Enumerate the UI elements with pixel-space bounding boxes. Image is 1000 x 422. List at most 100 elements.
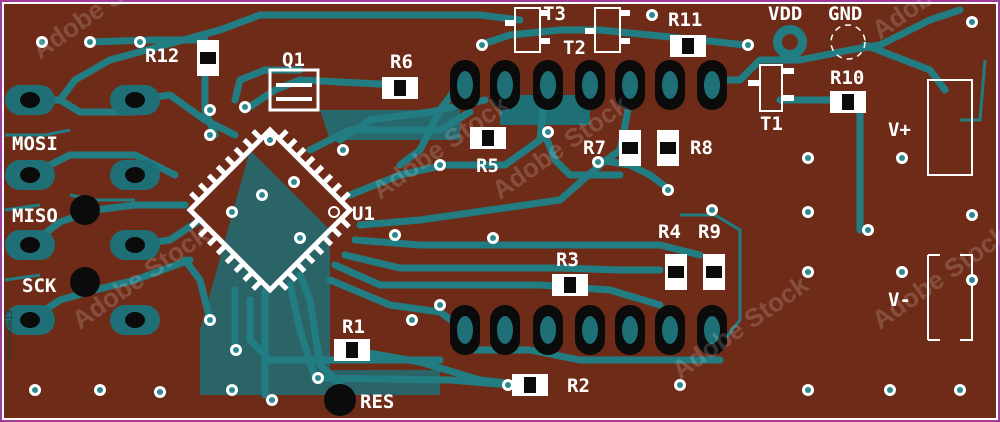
via-hole <box>242 104 248 110</box>
u1-pin <box>339 191 351 203</box>
connector-pad-hole <box>125 312 145 328</box>
u1-pin <box>294 146 307 159</box>
label-r10: R10 <box>830 67 864 89</box>
label-miso: MISO <box>12 205 58 227</box>
resistor-center <box>682 38 694 54</box>
via-hole <box>207 132 213 138</box>
via-hole <box>865 227 871 233</box>
resistor-center <box>524 377 536 393</box>
label-u1: U1 <box>352 203 375 225</box>
via-hole <box>87 39 93 45</box>
via-hole <box>291 179 297 185</box>
via-hole <box>545 129 551 135</box>
via-hole <box>315 375 321 381</box>
header-pad-bottom-hole <box>540 316 556 344</box>
resistor-center <box>346 342 358 358</box>
label-r2: R2 <box>567 375 590 397</box>
terminal-outlines <box>927 79 973 341</box>
via-hole <box>677 382 683 388</box>
res-pad <box>324 384 356 416</box>
via-hole <box>805 269 811 275</box>
label-r5: R5 <box>476 155 499 177</box>
u1-pin <box>277 279 289 291</box>
via-hole <box>39 39 45 45</box>
label-r7: R7 <box>583 137 606 159</box>
label-vminus: V- <box>888 289 911 311</box>
header-pad-bottom-hole <box>662 316 678 344</box>
via-hole <box>392 232 398 238</box>
label-r11: R11 <box>668 9 702 31</box>
u1-pin <box>224 155 237 168</box>
via-hole <box>157 389 163 395</box>
sck-testpoint <box>70 267 100 297</box>
u1-pin <box>198 226 210 238</box>
label-vdd: VDD <box>768 3 802 25</box>
via-hole <box>269 397 275 403</box>
resistor-center <box>660 142 676 154</box>
header-pad-top-hole <box>582 71 598 99</box>
via-hole <box>409 317 415 323</box>
u1-pin <box>303 252 316 265</box>
label-r12: R12 <box>145 45 179 67</box>
header-pad-top-hole <box>704 71 720 99</box>
u1-chip <box>186 126 354 294</box>
via-hole <box>259 192 265 198</box>
via-hole <box>805 387 811 393</box>
connector-pad-hole <box>125 92 145 108</box>
stock-id: #969853613 <box>4 310 14 360</box>
u1-pin <box>242 270 254 282</box>
label-vplus: V+ <box>888 119 911 141</box>
via-hole <box>649 12 655 18</box>
label-t1: T1 <box>760 113 783 135</box>
u1-pin <box>303 155 316 168</box>
u1-pin <box>206 173 219 186</box>
connector-pad-hole <box>20 92 40 108</box>
u1-pin <box>312 243 325 256</box>
label-t3: T3 <box>543 3 566 25</box>
u1-pin <box>330 226 342 238</box>
header-pad-bottom-hole <box>497 316 513 344</box>
connector-pad-hole <box>20 167 40 183</box>
resistor-center <box>706 266 722 278</box>
label-r3: R3 <box>556 249 579 271</box>
label-r4: R4 <box>658 221 681 243</box>
via-hole <box>479 42 485 48</box>
u1-pin <box>251 129 263 141</box>
u1-pin <box>242 138 254 150</box>
u1-pin <box>189 217 201 229</box>
transistor-leads <box>505 10 794 101</box>
u1-pin <box>215 243 228 256</box>
label-r1: R1 <box>342 316 365 338</box>
connector-pad-hole <box>20 237 40 253</box>
resistor-center <box>394 80 406 96</box>
power-testpoints <box>773 24 866 60</box>
via-hole <box>229 387 235 393</box>
label-r6: R6 <box>390 51 413 73</box>
via-hole <box>32 387 38 393</box>
via-hole <box>490 235 496 241</box>
via-hole <box>297 235 303 241</box>
via-hole <box>805 155 811 161</box>
via-hole <box>805 209 811 215</box>
u1-pin <box>206 234 219 247</box>
via-hole <box>97 387 103 393</box>
label-gnd: GND <box>828 3 862 25</box>
u1-pin <box>224 252 237 265</box>
q1-part <box>268 68 320 112</box>
via-hole <box>207 317 213 323</box>
silkscreen-labels: MOSI MISO SCK RES VDD GND V+ V- U1 Q1 R1… <box>12 3 911 413</box>
smd-parts <box>197 35 866 396</box>
header-pad-bottom-hole <box>622 316 638 344</box>
header-pad-bottom-hole <box>582 316 598 344</box>
via-hole <box>505 382 511 388</box>
resistor-center <box>622 142 638 154</box>
via-hole <box>233 347 239 353</box>
header-pad-top-hole <box>457 71 473 99</box>
header-pad-top-hole <box>622 71 638 99</box>
u1-pin <box>321 234 334 247</box>
via-hole <box>969 212 975 218</box>
via-hole <box>899 155 905 161</box>
label-q1: Q1 <box>282 49 305 71</box>
header-pad-top-hole <box>662 71 678 99</box>
connector-pads <box>5 85 160 335</box>
